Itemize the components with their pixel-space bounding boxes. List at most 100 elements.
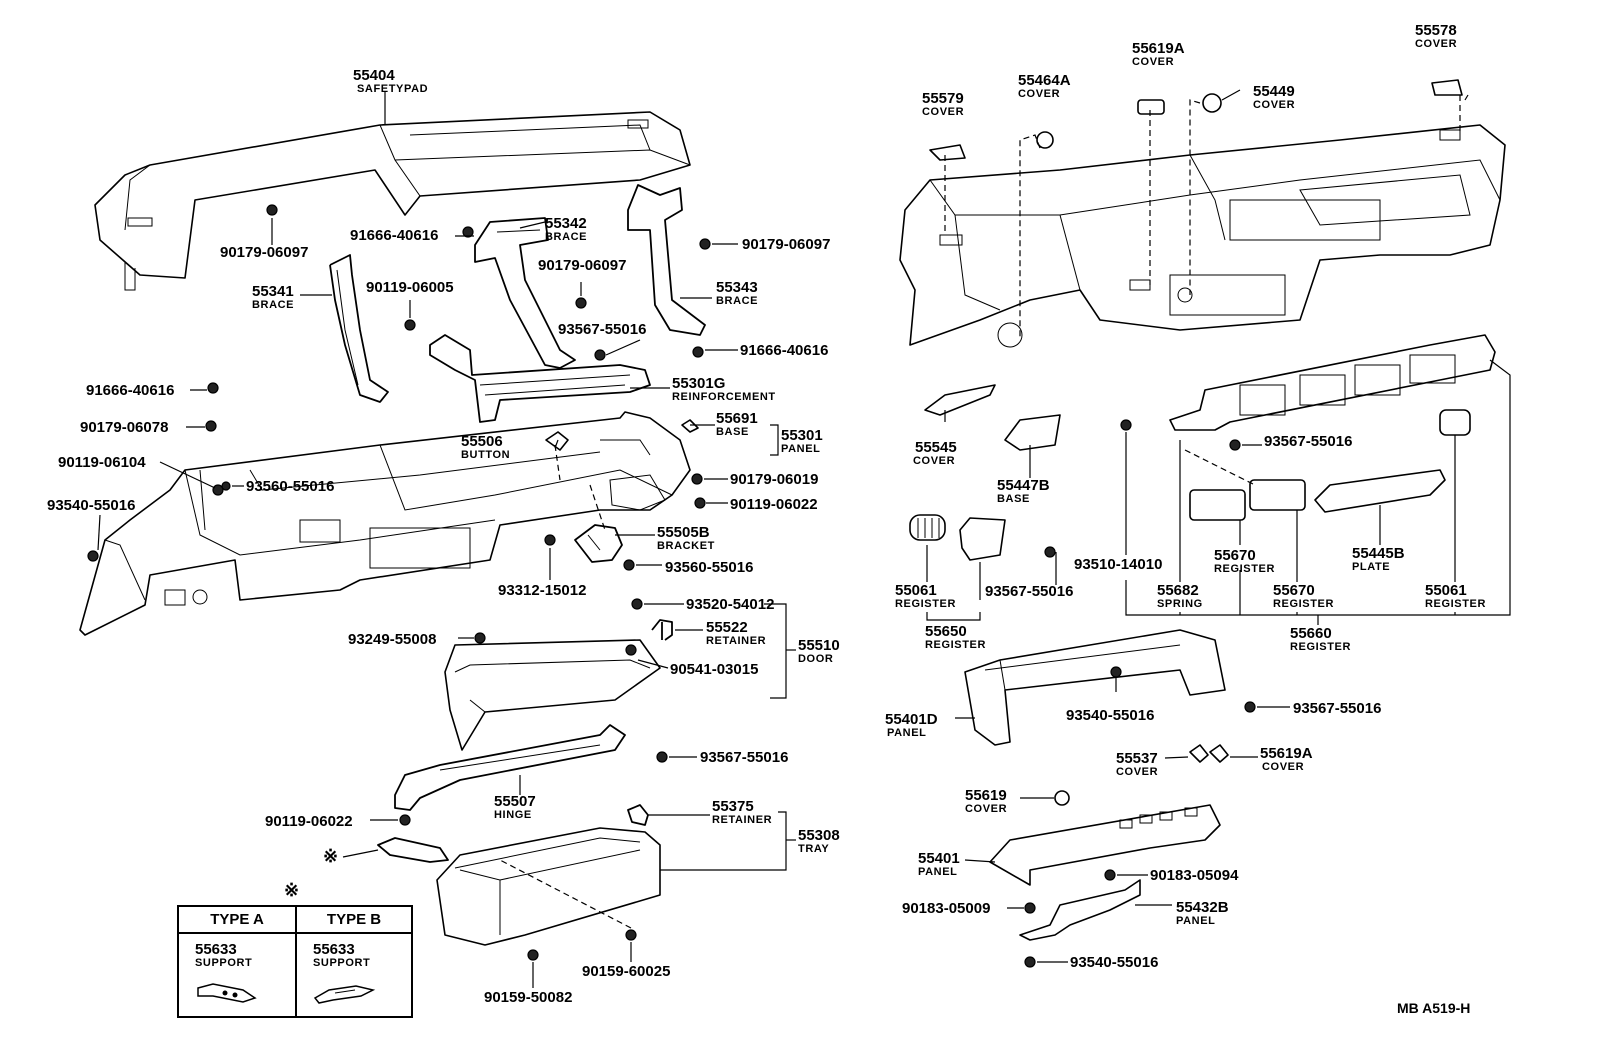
callout-55445b-name: PLATE: [1352, 561, 1390, 573]
callout-55650-name: REGISTER: [925, 639, 986, 651]
callout-55619a-bottom-number: 55619A: [1260, 745, 1313, 762]
callout-55619-name: COVER: [965, 803, 1007, 815]
hardware-label: 90541-03015: [670, 661, 758, 678]
callout-55522-name: RETAINER: [706, 635, 766, 647]
callout-55670-a-name: REGISTER: [1214, 563, 1275, 575]
callout-55670-b-number: 55670: [1273, 582, 1315, 599]
hardware-label: 91666-40616: [740, 342, 828, 359]
type-a-part-name: SUPPORT: [195, 957, 253, 969]
callout-55510-number: 55510: [798, 637, 840, 654]
callout-55619a-top-name: COVER: [1132, 56, 1174, 68]
hardware-label: 90179-06097: [538, 257, 626, 274]
hardware-labels: 90179-06097 91666-40616 90179-06097 9017…: [47, 227, 1381, 1006]
hardware-label: 93249-55008: [348, 631, 436, 648]
hardware-label: 90183-05009: [902, 900, 990, 917]
panel-55301-drawing: [79, 411, 691, 636]
type-table: TYPE A 55633 SUPPORT TYPE B 55633 SUPPOR…: [177, 905, 413, 1018]
hardware-label: 93567-55016: [700, 749, 788, 766]
fastener-markers: [87, 204, 1256, 968]
callout-55619a-bottom-name: COVER: [1262, 761, 1304, 773]
hardware-label: 90179-06019: [730, 471, 818, 488]
callout-55682-number: 55682: [1157, 582, 1199, 599]
hardware-label: 93567-55016: [1264, 433, 1352, 450]
hardware-label: 93560-55016: [665, 559, 753, 576]
callout-55061-left-number: 55061: [895, 582, 937, 599]
callout-55682-name: SPRING: [1157, 598, 1203, 610]
callout-55449-number: 55449: [1253, 83, 1295, 100]
callout-55301g-name: REINFORCEMENT: [672, 391, 776, 403]
callout-55464a-number: 55464A: [1018, 72, 1071, 89]
callout-55447b-name: BASE: [997, 493, 1030, 505]
type-a-support-drawing: [197, 983, 257, 1003]
hardware-label: 90119-06104: [58, 454, 146, 471]
callout-55341-name: BRACE: [252, 299, 294, 311]
callout-55401-name: PANEL: [918, 866, 957, 878]
callout-55506-name: BUTTON: [461, 449, 510, 461]
callout-55061-right-name: REGISTER: [1425, 598, 1486, 610]
callout-55505b-name: BRACKET: [657, 540, 715, 552]
reinforcement-55301g-drawing: [429, 334, 651, 423]
hardware-label: 90159-60025: [582, 963, 670, 980]
callout-55342-name: BRACE: [545, 231, 587, 243]
callout-55660-name: REGISTER: [1290, 641, 1351, 653]
callout-55578-name: COVER: [1415, 38, 1457, 50]
hardware-label: 90183-05094: [1150, 867, 1239, 884]
callout-55650-number: 55650: [925, 623, 967, 640]
type-a-header: TYPE A: [179, 907, 295, 934]
hardware-label: 93540-55016: [47, 497, 135, 514]
type-a-column: TYPE A 55633 SUPPORT: [179, 907, 295, 1016]
retainer-55522-drawing: [651, 619, 673, 641]
panel-55432b-drawing: [1019, 879, 1141, 941]
hardware-label: 91666-40616: [350, 227, 438, 244]
type-b-support-drawing: [313, 985, 376, 1004]
hardware-label: 90159-50082: [484, 989, 572, 1006]
callout-55506-number: 55506: [461, 433, 503, 450]
asterisk-callout: ※: [323, 846, 338, 866]
hardware-label: 90119-06022: [730, 496, 818, 513]
hardware-label: 93540-55016: [1070, 954, 1158, 971]
hardware-label: 93520-54012: [686, 596, 774, 613]
hardware-label: 93560-55016: [246, 478, 334, 495]
callout-55061-right-number: 55061: [1425, 582, 1467, 599]
callout-55301-name: PANEL: [781, 443, 820, 455]
hardware-label: 90179-06097: [220, 244, 308, 261]
callout-55445b-number: 55445B: [1352, 545, 1405, 562]
hardware-label: 93312-15012: [498, 582, 586, 599]
support-bracket-drawing: [377, 837, 449, 863]
callout-55061-left-name: REGISTER: [895, 598, 956, 610]
hardware-label: 90119-06022: [265, 813, 353, 830]
callout-55619a-top-number: 55619A: [1132, 40, 1185, 57]
brace-55343-drawing: [627, 184, 706, 336]
callout-55578-number: 55578: [1415, 22, 1457, 39]
callout-55375-number: 55375: [712, 798, 754, 815]
callout-55375-name: RETAINER: [712, 814, 772, 826]
hardware-label: 90119-06005: [366, 279, 454, 296]
callout-55537-number: 55537: [1116, 750, 1158, 767]
callout-55404-name: SAFETYPAD: [357, 83, 428, 95]
hardware-label: 91666-40616: [86, 382, 174, 399]
callout-55579-name: COVER: [922, 106, 964, 118]
brace-55342-drawing: [474, 217, 576, 369]
dashboard-outline-drawing: [899, 124, 1506, 348]
callout-55432b-number: 55432B: [1176, 899, 1229, 916]
callout-55301-number: 55301: [781, 427, 823, 444]
callout-labels: 55404 SAFETYPAD 55342 BRACE 55343 BRACE …: [252, 22, 1486, 927]
leader-lines: [97, 89, 1511, 988]
type-b-part-name: SUPPORT: [313, 957, 371, 969]
type-b-header: TYPE B: [297, 907, 411, 934]
callout-55447b-number: 55447B: [997, 477, 1050, 494]
hardware-label: 93540-55016: [1066, 707, 1154, 724]
hardware-label: 93567-55016: [985, 583, 1073, 600]
hardware-label: 90179-06078: [80, 419, 168, 436]
callout-55342-number: 55342: [545, 215, 587, 232]
callout-55464a-name: COVER: [1018, 88, 1060, 100]
callout-55522-number: 55522: [706, 619, 748, 636]
callout-55507-name: HINGE: [494, 809, 532, 821]
register-bar-drawing: [1169, 334, 1496, 431]
callout-55449-name: COVER: [1253, 99, 1295, 111]
callout-55537-name: COVER: [1116, 766, 1158, 778]
callout-55619-number: 55619: [965, 787, 1007, 804]
hardware-label: 93567-55016: [1293, 700, 1381, 717]
panel-55401d-drawing: [964, 629, 1226, 746]
type-a-part-number: 55633: [195, 941, 237, 958]
